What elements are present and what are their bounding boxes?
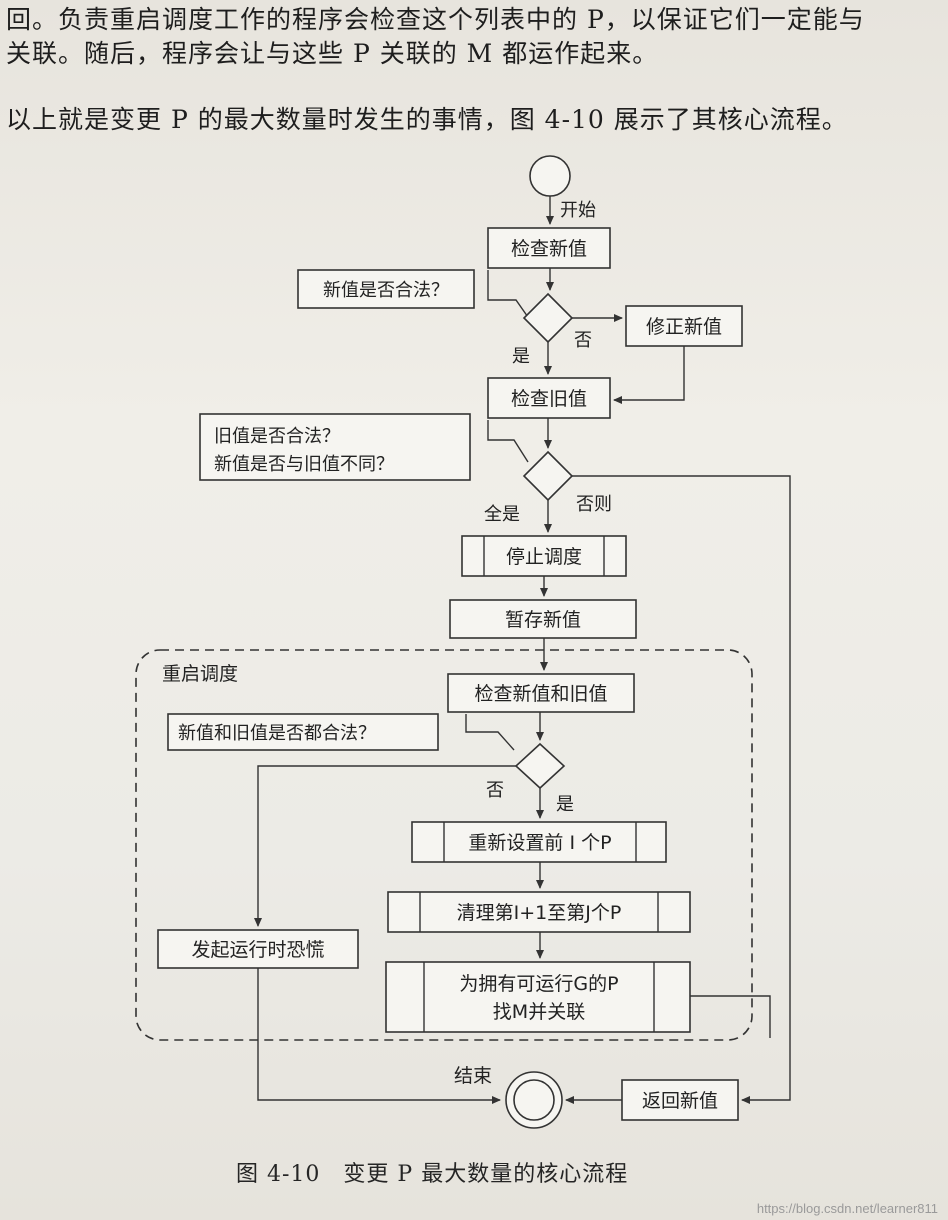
clean-p-box bbox=[387, 891, 691, 933]
panic-label: 发起运行时恐慌 bbox=[191, 939, 324, 961]
check-old-box bbox=[487, 377, 611, 419]
q-both-label: 新值和旧值是否都合法？ bbox=[178, 723, 376, 744]
decision-3 bbox=[514, 742, 566, 790]
q-old-line1: 旧值是否合法？ bbox=[214, 426, 340, 447]
q-old-line2: 新值是否与旧值不同？ bbox=[214, 454, 394, 475]
check-both-box bbox=[447, 673, 635, 713]
q-old-callout bbox=[199, 413, 471, 481]
find-m-box bbox=[385, 961, 691, 1033]
all-yes-label: 全是 bbox=[484, 504, 520, 525]
no-label-1: 否 bbox=[574, 330, 592, 351]
find-m-line1: 为拥有可运行G的P bbox=[459, 973, 618, 995]
q-both-callout bbox=[167, 713, 439, 751]
clean-p-label: 清理第I+1至第J个P bbox=[457, 902, 622, 924]
otherwise-label: 否则 bbox=[576, 494, 612, 515]
stop-sched-label: 停止调度 bbox=[506, 546, 582, 568]
decision-1 bbox=[522, 292, 574, 344]
decision-2 bbox=[522, 450, 574, 502]
yes-label-1: 是 bbox=[512, 346, 530, 367]
figure-caption: 图 4-10 变更 P 最大数量的核心流程 bbox=[236, 1162, 629, 1187]
q-new-valid-label: 新值是否合法？ bbox=[323, 280, 449, 301]
restart-sched-region bbox=[135, 649, 753, 1041]
restart-sched-label: 重启调度 bbox=[162, 663, 238, 685]
fix-new-label: 修正新值 bbox=[646, 316, 722, 338]
panic-box bbox=[157, 929, 359, 969]
start-node bbox=[529, 155, 571, 197]
save-new-box bbox=[449, 599, 637, 639]
reset-p-box bbox=[411, 821, 667, 863]
end-label: 结束 bbox=[454, 1065, 492, 1087]
body-text-line-3: 以上就是变更 P 的最大数量时发生的事情，图 4-10 展示了其核心流程。 bbox=[6, 105, 848, 134]
body-text-line-1: 回。负责重启调度工作的程序会检查这个列表中的 P，以保证它们一定能与 bbox=[6, 5, 865, 34]
check-old-label: 检查旧值 bbox=[511, 388, 587, 410]
body-text-line-2: 关联。随后，程序会让与这些 P 关联的 M 都运作起来。 bbox=[6, 39, 659, 68]
no-label-2: 否 bbox=[486, 780, 504, 801]
start-label: 开始 bbox=[560, 200, 596, 221]
yes-label-2: 是 bbox=[556, 794, 574, 815]
find-m-line2: 找M并关联 bbox=[493, 1001, 585, 1023]
end-node-inner bbox=[513, 1079, 555, 1121]
return-new-label: 返回新值 bbox=[642, 1090, 718, 1112]
check-new-label: 检查新值 bbox=[511, 238, 587, 260]
check-new-box bbox=[487, 227, 611, 269]
reset-p-label: 重新设置前 I 个P bbox=[468, 832, 611, 854]
watermark: https://blog.csdn.net/learner811 bbox=[756, 1201, 938, 1216]
check-both-label: 检查新值和旧值 bbox=[474, 683, 607, 705]
q-new-valid-callout bbox=[297, 269, 475, 309]
save-new-label: 暂存新值 bbox=[505, 609, 581, 631]
